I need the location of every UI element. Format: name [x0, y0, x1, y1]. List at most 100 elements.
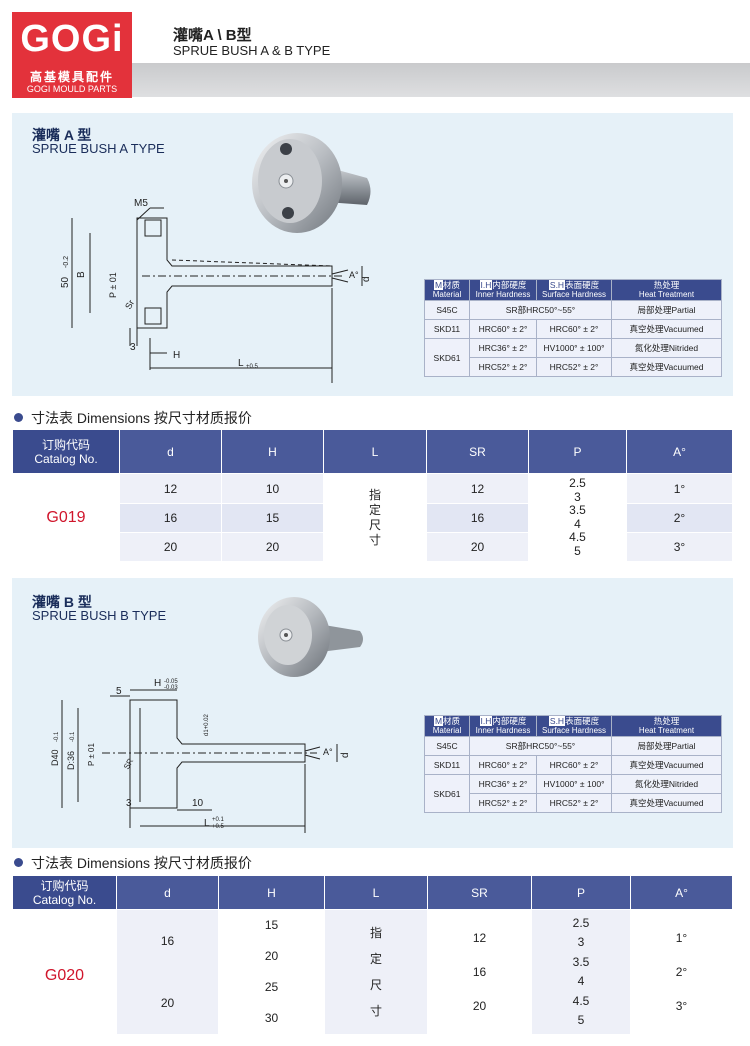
bullet-icon	[14, 858, 23, 867]
cell-a: 3°	[626, 532, 733, 562]
label-50: 50	[60, 276, 71, 288]
label-l-tol1: +0.1	[212, 817, 225, 823]
label-p-b: P ± 01	[87, 743, 96, 766]
label-a-angle-b: A°	[323, 747, 333, 757]
mat-cell: SKD11	[424, 755, 470, 775]
mat-cell: 氮化处理Nitrided	[611, 774, 722, 794]
sprue-bush-b-drawing: H -0.05 -0.03 5 D40 -0.1 D:36 -0.1 P ± 0…	[50, 678, 351, 833]
col-sr: SR	[426, 429, 529, 474]
col-l: L	[324, 875, 428, 910]
brand-name-cn: 高基模具配件	[29, 70, 114, 84]
label-d-b: d	[340, 752, 351, 758]
mat-cell: SKD61	[424, 774, 470, 813]
label-l-tol-a: +0.5	[246, 364, 259, 370]
label-h-tol2: -0.03	[164, 685, 178, 691]
label-d36: D:36	[66, 751, 76, 770]
cell-a: 1°	[626, 473, 733, 504]
col-p: P	[528, 429, 627, 474]
label-h-tol1: -0.05	[164, 679, 178, 685]
col-d: d	[116, 875, 219, 910]
label-h-a: H	[173, 350, 180, 361]
mat-cell: HV1000° ± 100°	[536, 338, 612, 358]
label-d: d	[361, 276, 372, 282]
label-3-a: 3	[130, 342, 136, 353]
label-p: P ± 01	[108, 272, 118, 298]
type-b-title-en: SPRUE BUSH B TYPE	[32, 608, 167, 623]
mat-cell: HRC52° ± 2°	[469, 793, 537, 813]
sprue-bush-a-panel: 灌嘴 A 型 SPRUE BUSH A TYPE	[12, 113, 733, 396]
type-a-title-cn: 灌嘴 A 型	[32, 127, 92, 143]
cell-a: 2°	[626, 503, 733, 533]
cell-d: 12	[119, 473, 222, 504]
col-d: d	[119, 429, 222, 474]
label-l-tol2: +0.5	[212, 824, 225, 830]
label-50-tol: -0.2	[63, 256, 70, 268]
col-h: H	[218, 875, 325, 910]
mat-cell: HRC36° ± 2°	[469, 774, 537, 794]
mat-cell: HRC52° ± 2°	[536, 357, 612, 377]
cell-h: 15	[221, 503, 324, 533]
label-sr-b: SR	[122, 757, 135, 771]
mat-cell: 局部处理Partial	[611, 736, 722, 756]
label-d40: D40	[50, 749, 60, 766]
label-h-b: H	[154, 678, 161, 689]
brand-logo: GOGi 高基模具配件 GOGI MOULD PARTS	[12, 12, 132, 98]
mat-cell: SR部HRC50°~55°	[469, 736, 612, 756]
header-title-cn: 灌嘴A \ B型	[173, 27, 252, 44]
mat-cell: HRC60° ± 2°	[469, 319, 537, 339]
cell-a-values: 1°2°3°	[630, 909, 733, 1035]
label-d36-tol: -0.1	[70, 731, 76, 742]
header-band	[132, 63, 750, 97]
col-a: A°	[626, 429, 733, 474]
catalog-code-g019: G019	[12, 473, 120, 562]
sprue-bush-b-panel: 灌嘴 B 型 SPRUE BUSH B TYPE	[12, 578, 733, 848]
cell-d: 20	[119, 532, 222, 562]
cell-sr: 16	[426, 503, 529, 533]
sprue-bush-b-photo	[258, 597, 363, 677]
type-a-title-en: SPRUE BUSH A TYPE	[32, 141, 165, 156]
label-10: 10	[192, 798, 204, 809]
mat-cell: SR部HRC50°~55°	[469, 300, 612, 320]
mat-cell: HRC60° ± 2°	[469, 755, 537, 775]
label-b: B	[76, 271, 87, 278]
mat-cell: 真空处理Vacuumed	[611, 793, 722, 813]
type-b-title-cn: 灌嘴 B 型	[32, 594, 92, 610]
mat-cell: S45C	[424, 736, 470, 756]
label-3-b: 3	[126, 798, 132, 809]
logo-text: GOGi	[20, 18, 124, 60]
mat-cell: S45C	[424, 300, 470, 320]
header-title-en: SPRUE BUSH A & B TYPE	[173, 43, 331, 58]
label-m5: M5	[134, 198, 148, 209]
mat-cell: HRC52° ± 2°	[536, 793, 612, 813]
cell-d: 16	[119, 503, 222, 533]
label-l-b: L	[204, 818, 210, 829]
label-5: 5	[116, 686, 122, 697]
dimensions-heading-a: 寸法表 Dimensions 按尺寸材质报价	[14, 408, 252, 428]
bullet-icon	[14, 413, 23, 422]
mat-cell: SKD11	[424, 319, 470, 339]
cell-sr: 12	[426, 473, 529, 504]
col-l: L	[323, 429, 427, 474]
mat-cell: 真空处理Vacuumed	[611, 357, 722, 377]
sprue-bush-a-drawing: M5 B 50 -0.2 P ± 01 Sr A° d 3 H L +0.5	[60, 198, 372, 383]
col-a: A°	[630, 875, 733, 910]
mat-cell: HV1000° ± 100°	[536, 774, 612, 794]
col-sr: SR	[427, 875, 532, 910]
mat-cell: HRC36° ± 2°	[469, 338, 537, 358]
